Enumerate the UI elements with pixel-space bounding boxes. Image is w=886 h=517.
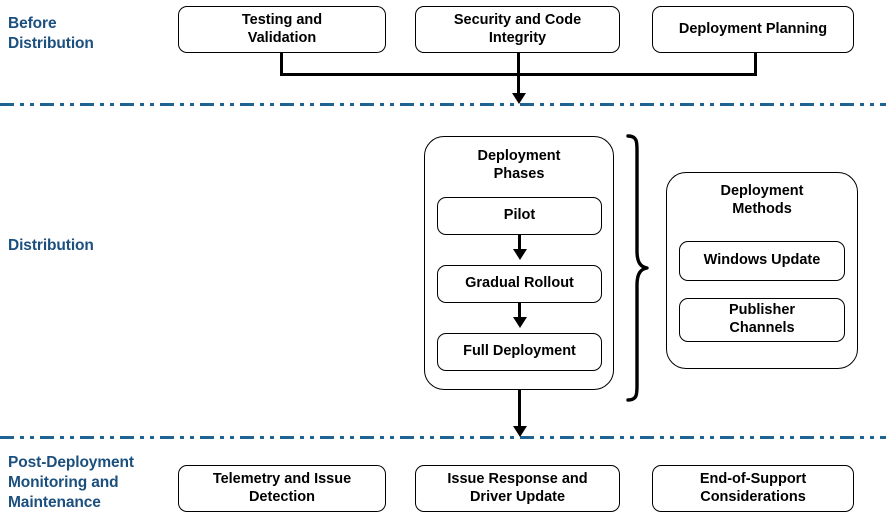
arrowhead-gradual-to-full bbox=[512, 317, 527, 328]
node-windows-update[interactable]: Windows Update bbox=[679, 241, 845, 281]
node-gradual-rollout[interactable]: Gradual Rollout bbox=[437, 265, 602, 303]
connector-planning-stub bbox=[754, 53, 757, 75]
lane-label-before-distribution: Before Distribution bbox=[8, 15, 94, 52]
connector-testing-stub bbox=[280, 53, 283, 75]
group-title-deployment-methods: Deployment Methods bbox=[720, 183, 804, 217]
lane-label-post-deployment: Post-Deployment Monitoring and Maintenan… bbox=[8, 454, 134, 511]
connector-to-distribution-shaft bbox=[517, 73, 520, 97]
arrowhead-to-post-deployment bbox=[512, 426, 527, 437]
arrowhead-pilot-to-gradual bbox=[512, 249, 527, 260]
node-pilot[interactable]: Pilot bbox=[437, 197, 602, 235]
connector-pilot-to-gradual bbox=[518, 235, 521, 253]
node-deployment-planning[interactable]: Deployment Planning bbox=[652, 6, 854, 53]
connector-to-post-deployment-shaft bbox=[518, 390, 521, 430]
node-security-and-code-integrity[interactable]: Security and Code Integrity bbox=[415, 6, 620, 53]
node-end-of-support-considerations[interactable]: End-of-Support Considerations bbox=[652, 465, 854, 512]
node-issue-response-and-driver-update[interactable]: Issue Response and Driver Update bbox=[415, 465, 620, 512]
node-telemetry-and-issue-detection[interactable]: Telemetry and Issue Detection bbox=[178, 465, 386, 512]
lane-divider-bottom bbox=[0, 436, 886, 439]
connector-security-stub bbox=[517, 53, 520, 75]
node-full-deployment[interactable]: Full Deployment bbox=[437, 333, 602, 371]
connector-gradual-to-full bbox=[518, 303, 521, 321]
brace-phases-to-methods bbox=[624, 133, 650, 403]
lane-divider-top bbox=[0, 103, 886, 106]
node-publisher-channels[interactable]: Publisher Channels bbox=[679, 298, 845, 342]
arrowhead-to-distribution bbox=[511, 93, 526, 104]
node-testing-and-validation[interactable]: Testing and Validation bbox=[178, 6, 386, 53]
group-title-deployment-phases: Deployment Phases bbox=[477, 148, 561, 182]
lane-label-distribution: Distribution bbox=[8, 237, 94, 254]
